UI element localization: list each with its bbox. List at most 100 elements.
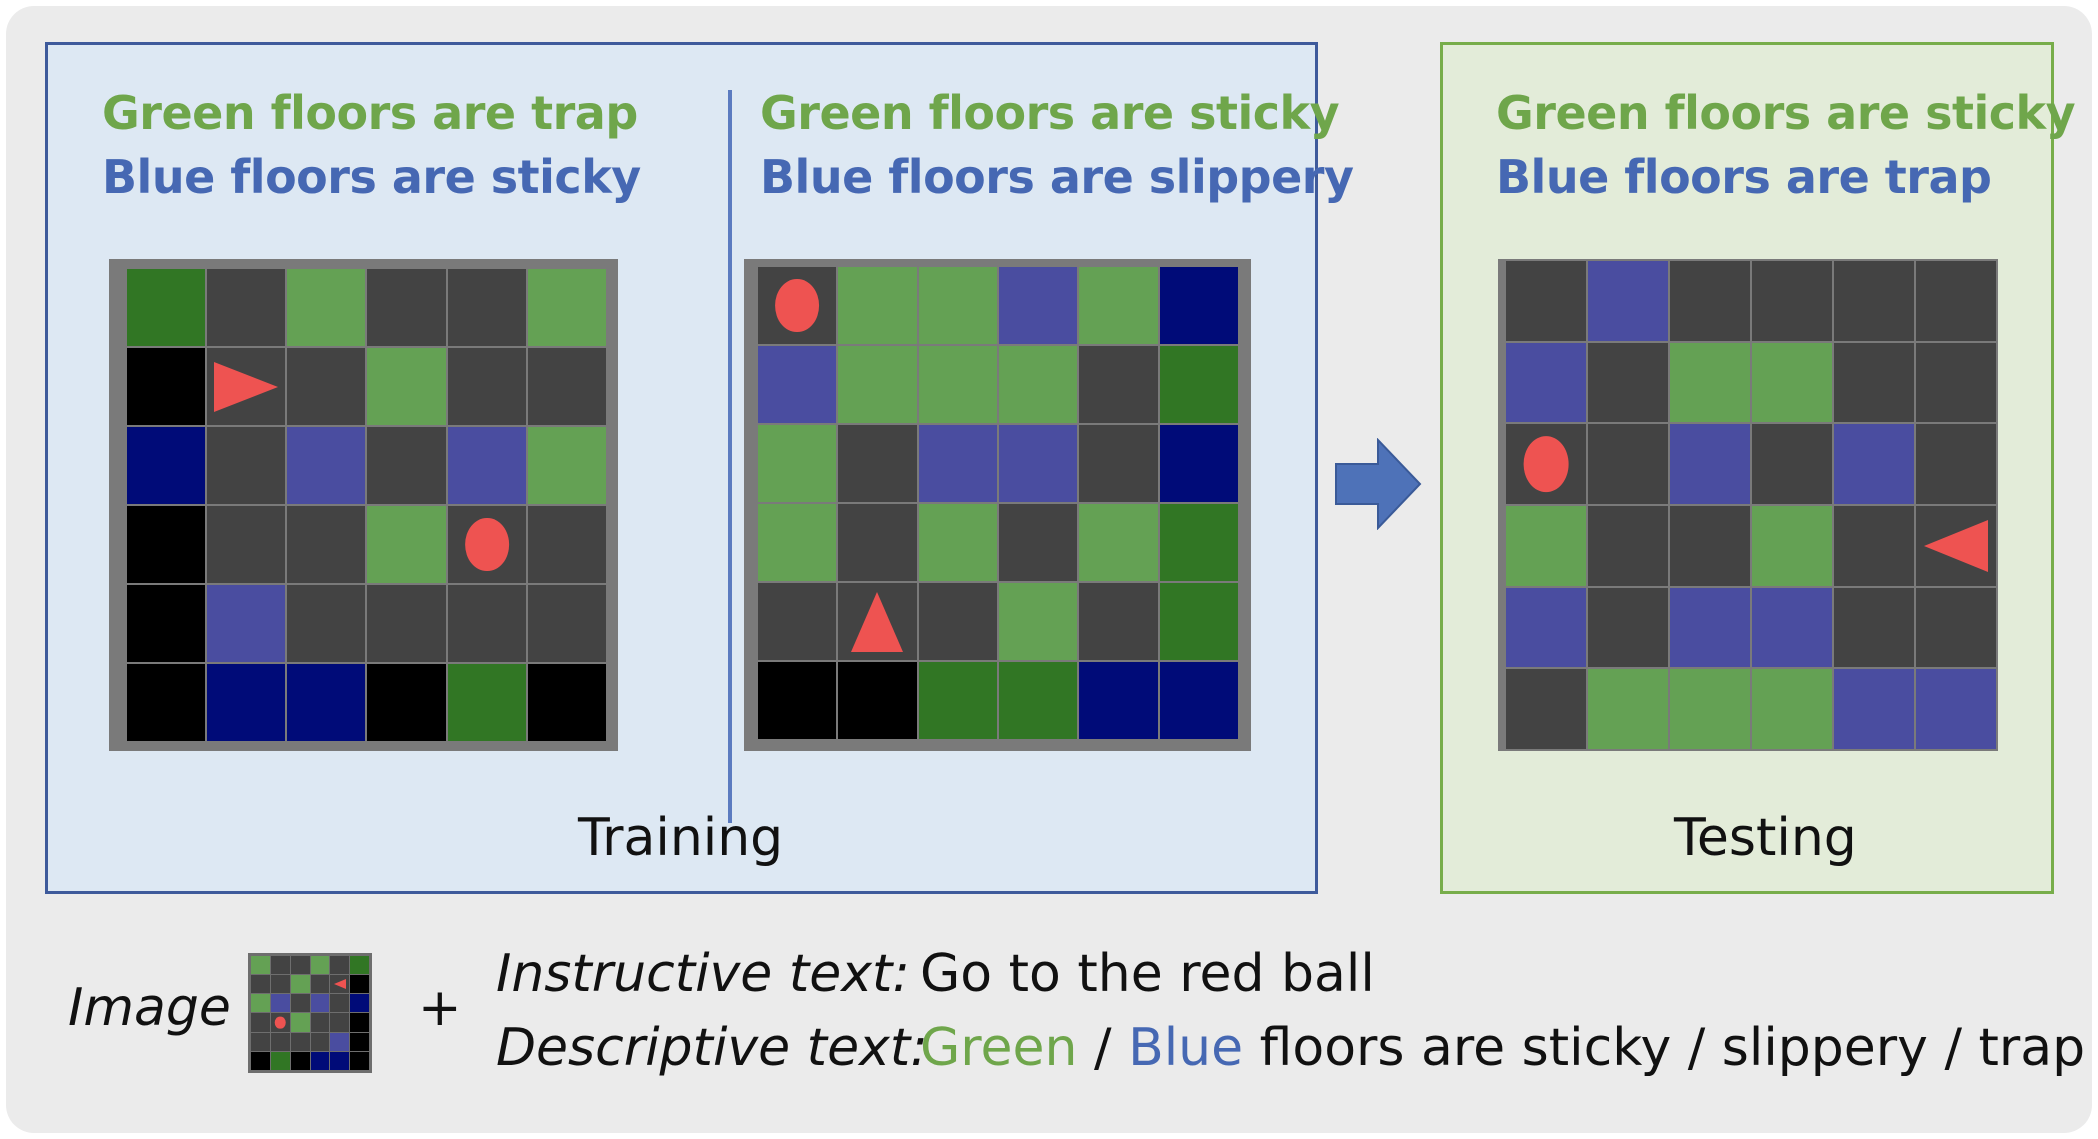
grid-cell (1588, 587, 1668, 668)
grid-cell (1588, 342, 1668, 423)
grid-cell (918, 346, 997, 423)
grid-cell (838, 346, 917, 423)
grid-cell (1159, 425, 1238, 502)
grid-cell (1834, 587, 1914, 668)
grid-cell (447, 585, 526, 662)
grid-cell (999, 425, 1078, 502)
grid-cell (758, 346, 837, 423)
grid-cell (1079, 425, 1158, 502)
instructive-label: Instructive text: (496, 944, 910, 1004)
grid-cell (251, 994, 270, 1013)
grid-cell (207, 506, 286, 583)
grid-cell (367, 585, 446, 662)
grid-cell (447, 348, 526, 425)
grid-cell (1159, 504, 1238, 581)
grid-cell (310, 956, 330, 975)
grid-cell (290, 956, 310, 975)
grid-cell (1670, 669, 1750, 749)
grid-cell (838, 425, 917, 502)
grid-cell (1506, 424, 1586, 504)
grid-cell (527, 269, 606, 346)
grid-cell (1079, 662, 1158, 739)
grid-cell (310, 975, 330, 994)
grid-cell (447, 269, 526, 346)
grid-cell (127, 427, 206, 504)
red-ball (1523, 436, 1569, 493)
descriptive-blue: Blue (1128, 1018, 1244, 1078)
grid-cell (1670, 505, 1750, 586)
grid-cell (207, 348, 286, 425)
grid-cell (1752, 505, 1832, 586)
grid-cell (1670, 342, 1750, 423)
grid-cell (758, 425, 837, 502)
grid-cell (1670, 587, 1750, 668)
grid-cell (999, 583, 1078, 660)
grid-cell (1670, 261, 1750, 341)
grid-cell (287, 427, 366, 504)
grid-cell (999, 267, 1078, 344)
grid-cell (367, 506, 446, 583)
grid-cell (999, 504, 1078, 581)
grid-cell (290, 975, 310, 994)
grid-cell (1506, 587, 1586, 668)
grid-cell (1916, 424, 1996, 504)
grid-cell (330, 994, 350, 1013)
grid-cell (207, 427, 286, 504)
grid-cell (447, 664, 526, 741)
grid-cell (838, 662, 917, 739)
arrow-right-icon (1335, 438, 1422, 530)
grid-cell (127, 664, 206, 741)
grid-cell (1752, 669, 1832, 749)
grid-cell (999, 662, 1078, 739)
grid-cell (838, 583, 917, 660)
grid-cell (918, 583, 997, 660)
grid-cell (287, 348, 366, 425)
grid-cell (1588, 505, 1668, 586)
descriptive-rest: floors are sticky / slippery / trap (1243, 1018, 2086, 1078)
descriptive-value: Green / Blue floors are sticky / slipper… (920, 1018, 2085, 1078)
training-divider (728, 90, 732, 823)
grid-cell (1159, 662, 1238, 739)
grid-cell (251, 1051, 270, 1070)
red-ball (775, 278, 820, 333)
agent-triangle-icon (333, 979, 346, 990)
grid-cell (918, 662, 997, 739)
grid-cell (1916, 342, 1996, 423)
grid-cell (310, 994, 330, 1013)
grid-cell (1752, 342, 1832, 423)
grid-cell (127, 348, 206, 425)
grid-cell (838, 267, 917, 344)
env1-line1: Green floors are trap (102, 86, 638, 140)
red-ball (274, 1016, 286, 1029)
grid-cell (1159, 267, 1238, 344)
grid-cell (758, 662, 837, 739)
image-label: Image (68, 978, 231, 1038)
training-caption: Training (578, 808, 784, 868)
grid-cell (367, 664, 446, 741)
grid-cell (1079, 504, 1158, 581)
testing-caption: Testing (1674, 808, 1857, 868)
test-grid-frame (1498, 259, 1998, 751)
grid-cell (999, 346, 1078, 423)
grid-cell (1834, 669, 1914, 749)
plus-sign: + (418, 978, 462, 1038)
grid-cell (127, 269, 206, 346)
env1-line2: Blue floors are sticky (102, 150, 641, 204)
grid-cell (1506, 505, 1586, 586)
grid-cell (350, 1051, 369, 1070)
grid-cell (251, 975, 270, 994)
grid-cell (310, 1051, 330, 1070)
grid-cell (270, 975, 290, 994)
grid-cell (127, 506, 206, 583)
env2-grid (758, 267, 1238, 739)
grid-cell (350, 1032, 369, 1051)
grid-cell (447, 506, 526, 583)
grid-cell (1588, 261, 1668, 341)
grid-cell (1079, 267, 1158, 344)
grid-cell (1079, 583, 1158, 660)
grid-cell (270, 1051, 290, 1070)
grid-cell (310, 1032, 330, 1051)
env2-line2: Blue floors are slippery (760, 150, 1354, 204)
grid-cell (330, 1013, 350, 1032)
env1-grid-frame (109, 259, 618, 751)
